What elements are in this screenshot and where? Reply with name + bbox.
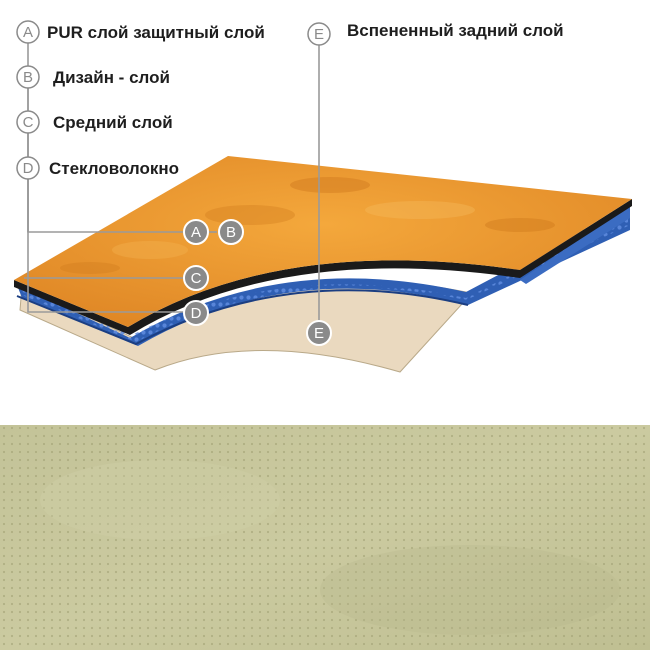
diagram-marker-e: E (306, 320, 332, 346)
svg-text:B: B (226, 224, 236, 241)
svg-text:A: A (191, 224, 201, 241)
marker-d-icon (16, 156, 40, 180)
diagram-marker-a: A (183, 219, 209, 245)
diagram-marker-a-icon (183, 219, 209, 245)
svg-text:C: C (191, 270, 202, 287)
marker-a-icon (16, 20, 40, 44)
backing-texture-swatch (0, 425, 650, 650)
svg-text:D: D (23, 160, 34, 177)
marker-e-icon (307, 22, 331, 46)
label-pur-layer: PUR слой защитный слой (47, 23, 265, 42)
svg-text:B: B (23, 69, 33, 86)
svg-text:C: C (23, 114, 34, 131)
legend-item-e: E Вспененный задний слой (307, 21, 564, 46)
legend-item-b: B Дизайн - слой (16, 65, 170, 89)
legend-item-d: D Стекловолокно (16, 156, 179, 180)
label-fiberglass: Стекловолокно (49, 159, 179, 178)
protective-edge (14, 199, 632, 335)
diagram-marker-b: B (218, 219, 244, 245)
middle-layer-texture (20, 215, 628, 342)
diagram-marker-d: D (183, 300, 209, 326)
design-layer (14, 156, 632, 327)
fiberglass-band (16, 289, 469, 346)
diagram-marker-b-icon (218, 219, 244, 245)
marker-b-icon (16, 65, 40, 89)
svg-text:D: D (191, 305, 202, 322)
diagram-marker-d-icon (183, 300, 209, 326)
label-design-layer: Дизайн - слой (53, 68, 170, 87)
svg-text:E: E (314, 325, 324, 342)
marker-c-icon (16, 110, 40, 134)
diagram-marker-c: C (183, 265, 209, 291)
legend-item-c: C Средний слой (16, 110, 173, 134)
svg-text:A: A (23, 24, 33, 41)
diagram-marker-c-icon (183, 265, 209, 291)
label-foam-backing: Вспененный задний слой (347, 21, 564, 40)
label-middle-layer: Средний слой (53, 113, 173, 132)
legend-item-a: A PUR слой защитный слой (16, 20, 265, 44)
diagram-marker-e-icon (306, 320, 332, 346)
svg-text:E: E (314, 26, 324, 43)
